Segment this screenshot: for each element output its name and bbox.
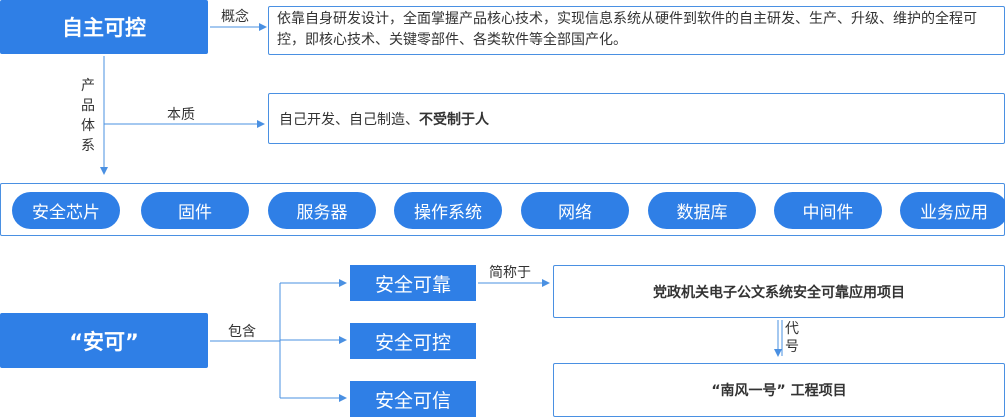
essence-text-bold: 不受制于人 bbox=[419, 111, 489, 128]
product-system-char: 体 bbox=[81, 118, 95, 134]
concept-label: 概念 bbox=[221, 9, 249, 25]
code-char: 号 bbox=[785, 339, 799, 355]
concept-text: 依靠自身研发设计，全面掌握产品核心技术，实现信息系统从硬件到软件的自主研发、生产… bbox=[277, 11, 977, 48]
product-pill: 服务器 bbox=[268, 192, 376, 229]
item-trustworthy: 安全可信 bbox=[350, 381, 476, 417]
item-controllable: 安全可控 bbox=[350, 323, 476, 359]
product-pill: 安全芯片 bbox=[12, 192, 120, 229]
anke-box: “安可” bbox=[0, 313, 208, 368]
nanfeng-text: “南风一号” 工程项目 bbox=[711, 383, 847, 399]
project-box: 党政机关电子公文系统安全可靠应用项目 bbox=[553, 265, 1005, 318]
essence-label: 本质 bbox=[167, 107, 195, 123]
nanfeng-box: “南风一号” 工程项目 bbox=[553, 363, 1005, 417]
essence-text: 自己开发、自己制造、 bbox=[279, 111, 419, 128]
product-system-label: 产 品 体 系 bbox=[80, 76, 96, 156]
product-pill: 固件 bbox=[141, 192, 249, 229]
product-pill: 操作系统 bbox=[394, 192, 502, 229]
product-pill: 中间件 bbox=[774, 192, 882, 229]
product-pill: 数据库 bbox=[648, 192, 756, 229]
product-system-char: 产 bbox=[81, 78, 95, 94]
code-label: 代 号 bbox=[785, 320, 801, 356]
include-label: 包含 bbox=[228, 324, 256, 340]
product-pill: 网络 bbox=[521, 192, 629, 229]
product-pill: 业务应用 bbox=[900, 192, 1005, 229]
code-char: 代 bbox=[785, 321, 799, 337]
project-text: 党政机关电子公文系统安全可靠应用项目 bbox=[653, 284, 905, 301]
item-reliable: 安全可靠 bbox=[350, 265, 476, 301]
product-system-char: 品 bbox=[81, 98, 95, 114]
concept-text-box: 依靠自身研发设计，全面掌握产品核心技术，实现信息系统从硬件到软件的自主研发、生产… bbox=[268, 6, 1005, 55]
essence-text-box: 自己开发、自己制造、不受制于人 bbox=[268, 93, 1005, 144]
product-system-char: 系 bbox=[81, 138, 95, 154]
autonomous-control-box: 自主可控 bbox=[0, 0, 208, 54]
abbrev-label: 简称于 bbox=[489, 265, 531, 281]
